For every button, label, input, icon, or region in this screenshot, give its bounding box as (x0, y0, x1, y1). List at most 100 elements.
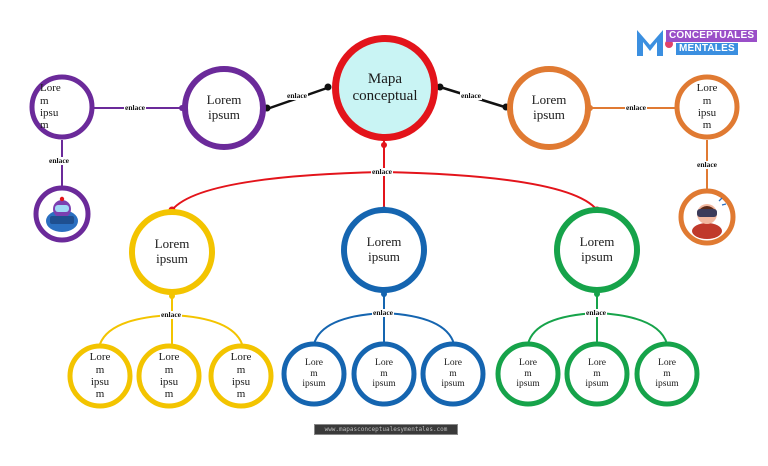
logo-text-line2: MENTALES (676, 43, 738, 55)
leaf-line: ipsu (90, 376, 110, 388)
leaf-line: Lore (658, 358, 676, 369)
blue-label-line1: Lorem (366, 234, 402, 250)
link-label-green: enlace (585, 308, 607, 317)
blue-leaf-2 (351, 341, 417, 407)
right-node-label: Lorem ipsum (515, 92, 583, 124)
leaf-line: Lore (588, 358, 606, 369)
link-label-right-side: enlace (625, 103, 647, 112)
yellow-leaf-1 (67, 343, 133, 409)
green-leaf-1 (495, 341, 561, 407)
leaf-line: Lore (89, 351, 111, 364)
leaf-line: ipsu (231, 376, 251, 388)
leaf-line: Lore (158, 351, 180, 364)
green-node (554, 207, 640, 293)
right-side-line2: m (702, 94, 712, 107)
left-node (182, 66, 266, 150)
green-leaf-3 (634, 341, 700, 407)
leaf-line: m (380, 368, 388, 379)
blue-node-label: Lorem ipsum (350, 234, 418, 266)
leaf-line: ipsum (302, 379, 326, 390)
leaf-line: Lore (444, 358, 462, 369)
blue-leaf-2-label: Lore m ipsum (364, 354, 404, 394)
leaf-line: Lore (305, 358, 323, 369)
leaf-line: ipsum (585, 379, 609, 390)
left-node-label: Lorem ipsum (190, 92, 258, 124)
connector-center-branches (168, 140, 601, 214)
yellow-label-line2: ipsum (156, 251, 188, 266)
yellow-node-label: Lorem ipsum (138, 236, 206, 268)
right-side-line1: Lore (696, 82, 718, 95)
left-side-line2: m (40, 94, 49, 107)
left-side-line4: m (40, 119, 49, 132)
green-leaf-2-label: Lore m ipsum (577, 354, 617, 394)
leaf-line: m (95, 363, 105, 376)
left-side-label: Lore m ipsu m (40, 81, 74, 133)
yellow-leaf-2-label: Lore m ipsu m (151, 350, 187, 402)
right-side-label: Lore m ipsu m (690, 81, 724, 133)
leaf-line: m (524, 368, 532, 379)
leaf-line: m (236, 388, 246, 401)
green-leaf-2 (564, 341, 630, 407)
center-node (332, 35, 438, 141)
link-label-trunk: enlace (371, 167, 393, 176)
leaf-line: Lore (375, 358, 393, 369)
blue-leaf-3 (420, 341, 486, 407)
link-label-right-icon: enlace (696, 160, 718, 169)
green-leaf-3-label: Lore m ipsum (647, 354, 687, 394)
yellow-label-line1: Lorem (154, 236, 190, 252)
right-side-line3: ipsu (697, 107, 717, 119)
link-label-center-right: enlace (460, 91, 482, 100)
left-side-node (29, 74, 95, 140)
link-label-center-left: enlace (286, 91, 308, 100)
connector-green-children (527, 290, 668, 345)
link-label-left-icon: enlace (48, 156, 70, 165)
leaf-line: m (236, 363, 246, 376)
right-node (507, 66, 591, 150)
green-leaf-1-label: Lore m ipsum (508, 354, 548, 394)
yellow-leaf-3 (208, 343, 274, 409)
leaf-line: Lore (519, 358, 537, 369)
blue-leaf-1 (281, 341, 347, 407)
yellow-leaf-3-label: Lore m ipsu m (223, 350, 259, 402)
right-side-node (674, 74, 740, 140)
logo-text-line1: CONCEPTUALES (666, 30, 758, 42)
brand-logo: CONCEPTUALES MENTALES (636, 29, 758, 56)
center-node-label: Mapa conceptual (340, 68, 430, 108)
leaf-line: m (164, 388, 174, 401)
connector-blue-children (313, 290, 455, 345)
blue-label-line2: ipsum (368, 249, 400, 264)
leaf-line: ipsum (516, 379, 540, 390)
right-side-line4: m (702, 119, 712, 132)
leaf-line: Lore (230, 351, 252, 364)
astronaut-icon (46, 196, 78, 232)
link-label-yellow: enlace (160, 310, 182, 319)
center-label-line2: conceptual (352, 88, 418, 104)
left-label-line2: ipsum (208, 107, 240, 122)
right-label-line2: ipsum (533, 107, 565, 122)
link-label-left-side: enlace (124, 103, 146, 112)
blue-leaf-1-label: Lore m ipsum (294, 354, 334, 394)
leaf-line: ipsum (441, 379, 465, 390)
link-label-blue: enlace (372, 308, 394, 317)
left-label-line1: Lorem (206, 92, 242, 108)
left-side-line1: Lore (40, 82, 61, 95)
leaf-line: m (593, 368, 601, 379)
logo-mark (637, 30, 673, 56)
leaf-line: ipsum (655, 379, 679, 390)
leaf-line: m (95, 388, 105, 401)
center-label-line1: Mapa (367, 71, 403, 88)
leaf-line: ipsu (159, 376, 179, 388)
leaf-line: m (449, 368, 457, 379)
footer-url: www.mapasconceptualesymentales.com (314, 424, 458, 435)
green-label-line1: Lorem (579, 234, 615, 250)
blue-leaf-3-label: Lore m ipsum (433, 354, 473, 394)
right-label-line1: Lorem (531, 92, 567, 108)
left-side-line3: ipsu (40, 107, 59, 119)
leaf-line: m (663, 368, 671, 379)
yellow-leaf-1-label: Lore m ipsu m (82, 350, 118, 402)
yellow-node (129, 209, 215, 295)
yellow-leaf-2 (136, 343, 202, 409)
green-node-label: Lorem ipsum (563, 234, 631, 266)
leaf-line: m (310, 368, 318, 379)
